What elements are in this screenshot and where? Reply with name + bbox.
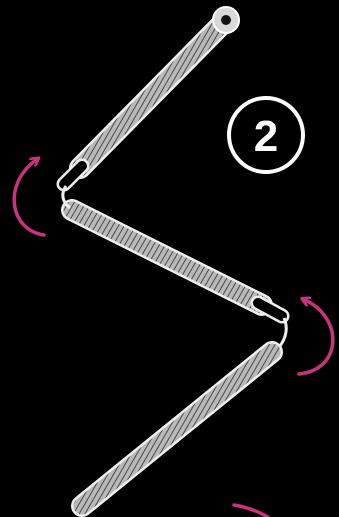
lower-rod	[71, 341, 283, 517]
left-rotation-arrow	[12, 160, 46, 237]
right-rotation-arrow	[297, 300, 335, 376]
step-number: 2	[254, 112, 278, 161]
upper-rod-ferrule	[56, 158, 90, 192]
left-joint	[61, 185, 72, 210]
bottom-arrow-fragment	[232, 503, 270, 517]
right-joint	[278, 317, 288, 347]
middle-rod-ferrule	[250, 295, 290, 324]
step-number-badge: 2	[227, 96, 305, 174]
pivot-cap-icon	[212, 6, 240, 34]
middle-rod	[61, 199, 290, 324]
upper-rod	[56, 6, 240, 192]
